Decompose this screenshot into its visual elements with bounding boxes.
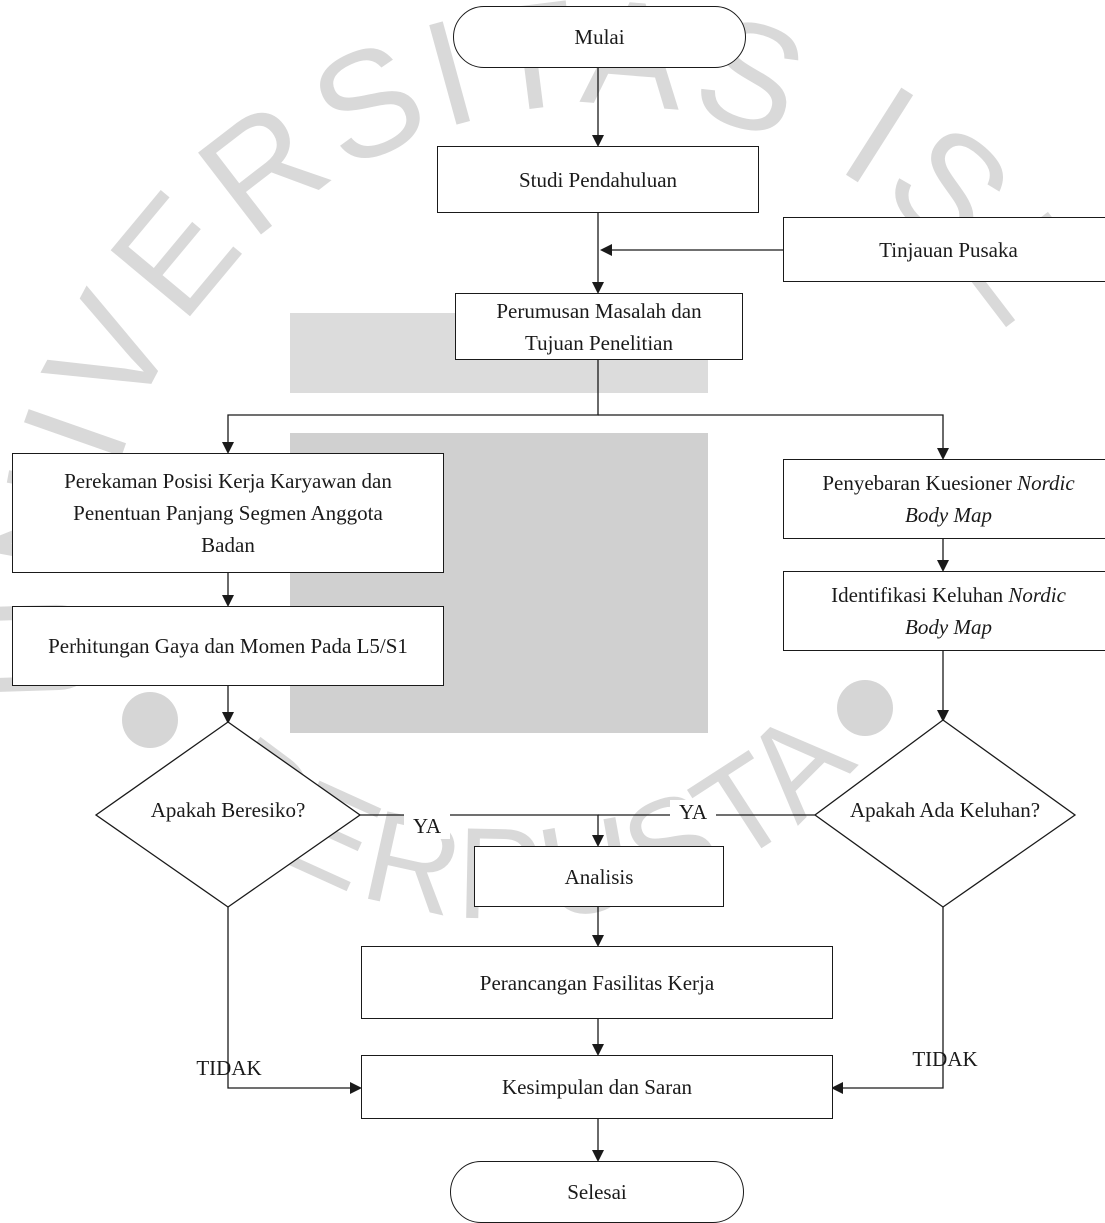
tidak-right-label: TIDAK [912, 1047, 978, 1071]
penyebaran-text: Penyebaran Kuesioner [822, 471, 1018, 495]
start-terminal: Mulai [453, 6, 746, 68]
perumusan-line-1: Perumusan Masalah dan [496, 298, 702, 323]
edge-tidak-left [227, 907, 362, 1094]
tidak-left-label: TIDAK [196, 1056, 262, 1080]
identifikasi-text: Identifikasi Keluhan [831, 583, 1009, 607]
ya-left-label: YA [404, 814, 450, 839]
ya-right-label: YA [670, 800, 716, 825]
analisis-box: Analisis [474, 846, 724, 907]
penyebaran-box: Penyebaran Kuesioner Nordic Body Map [783, 459, 1105, 539]
perancangan-box: Perancangan Fasilitas Kerja [361, 946, 833, 1019]
tinjauan-pusaka-box: Tinjauan Pusaka [783, 217, 1105, 282]
decision-left-shape [94, 721, 362, 908]
penyebaran-line-1: Penyebaran Kuesioner Nordic [822, 467, 1074, 499]
perumusan-box: Perumusan Masalah dan Tujuan Penelitian [455, 293, 743, 360]
decision-right-shape [813, 719, 1077, 908]
perekaman-line-2: Penentuan Panjang Segmen Anggota [73, 501, 383, 525]
end-label: Selesai [567, 1180, 627, 1204]
end-terminal: Selesai [450, 1161, 744, 1223]
watermark-dot-left [122, 692, 178, 748]
decision-right-text: Apakah Ada Keluhan? [849, 798, 1041, 822]
kesimpulan-box: Kesimpulan dan Saran [361, 1055, 833, 1119]
perhitungan-box: Perhitungan Gaya dan Momen Pada L5/S1 [12, 606, 444, 686]
studi-label: Studi Pendahuluan [518, 167, 678, 192]
decision-left-text: Apakah Beresiko? [150, 798, 306, 822]
kesimpulan-label: Kesimpulan dan Saran [501, 1075, 693, 1099]
penyebaran-nordic: Nordic [1017, 471, 1075, 495]
penyebaran-line-2: Body Map [905, 503, 992, 527]
studi-pendahuluan-box: Studi Pendahuluan [437, 146, 759, 213]
identifikasi-line-1: Identifikasi Keluhan Nordic [831, 579, 1066, 611]
perekaman-line-1: Perekaman Posisi Kerja Karyawan dan [64, 469, 392, 493]
analisis-label: Analisis [564, 864, 634, 889]
identifikasi-box: Identifikasi Keluhan Nordic Body Map [783, 571, 1105, 651]
edge-perumusan-penyebaran [598, 414, 949, 460]
perhitungan-label: Perhitungan Gaya dan Momen Pada L5/S1 [48, 634, 408, 658]
start-label: Mulai [574, 25, 625, 49]
perancangan-label: Perancangan Fasilitas Kerja [479, 970, 715, 995]
identifikasi-nordic: Nordic [1008, 583, 1066, 607]
identifikasi-line-2: Body Map [905, 615, 992, 639]
edge-tidak-right [831, 907, 944, 1094]
tinjauan-label: Tinjauan Pusaka [879, 237, 1018, 262]
edge-perumusan-perekaman [222, 360, 599, 454]
perumusan-line-2: Tujuan Penelitian [525, 330, 673, 355]
watermark-dot-right [837, 680, 893, 736]
perekaman-box: Perekaman Posisi Kerja Karyawan dan Pene… [12, 453, 444, 573]
edge-ya-left [360, 814, 604, 847]
perekaman-line-3: Badan [201, 533, 255, 557]
